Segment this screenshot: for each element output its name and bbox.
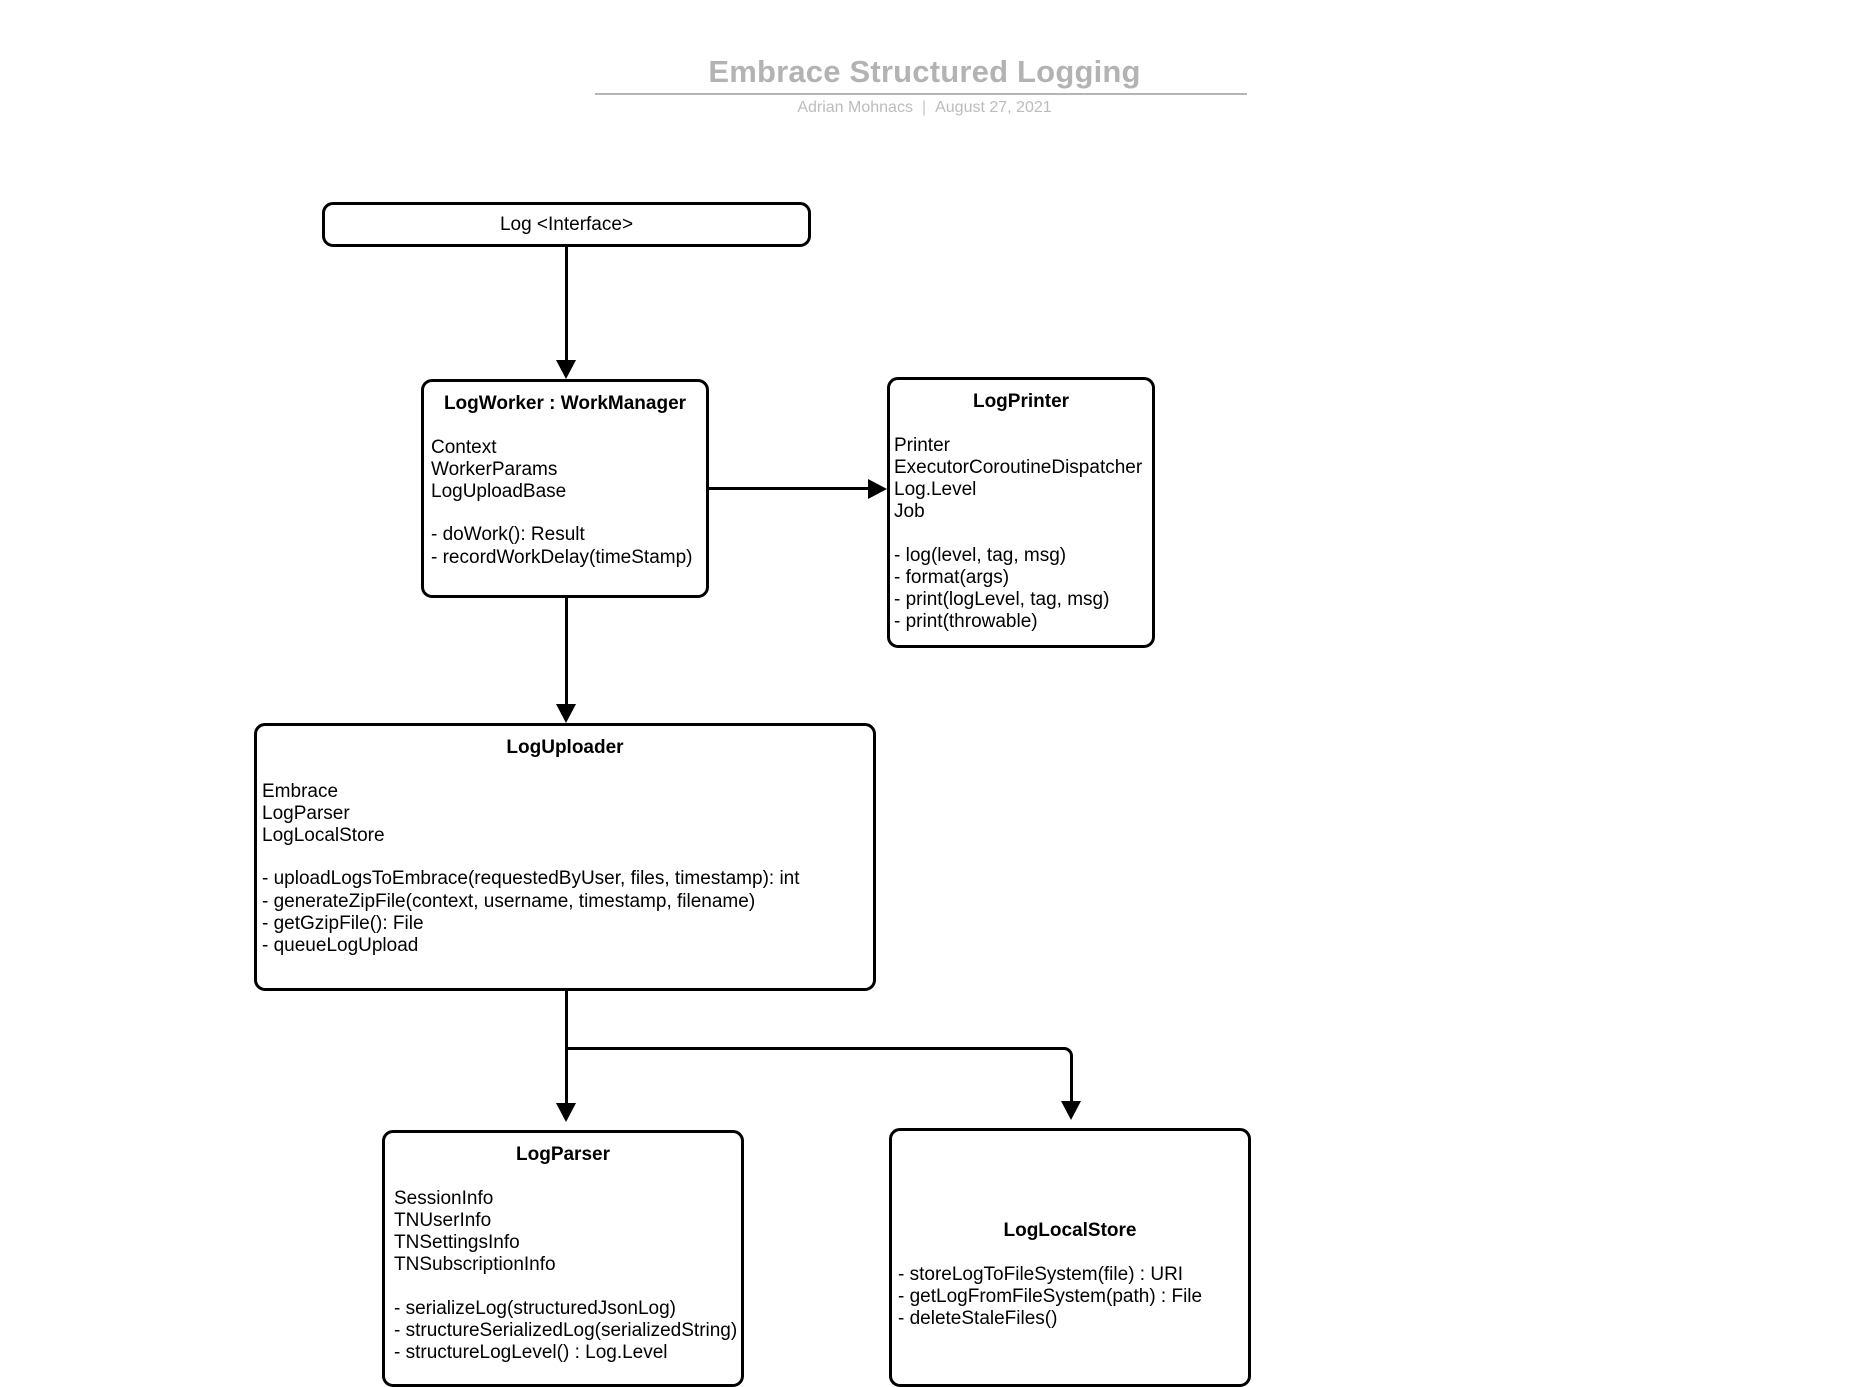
connector-logworker-to-logprinter — [709, 487, 869, 490]
byline: Adrian Mohnacs | August 27, 2021 — [0, 99, 1849, 117]
byline-author: Adrian Mohnacs — [797, 99, 913, 116]
uml-attribute: TNSettingsInfo — [394, 1232, 520, 1254]
arrowhead-loguploader-to-loglocalstore — [1061, 1101, 1081, 1120]
uml-spacer — [898, 1243, 1248, 1264]
uml-attribute: SessionInfo — [394, 1187, 494, 1209]
uml-class-title-loguploader: LogUploader — [506, 737, 624, 758]
connector-logworker-to-loguploader — [565, 598, 568, 704]
uml-attribute: LogUploadBase — [431, 481, 567, 503]
uml-class-title-logparser: LogParser — [516, 1144, 610, 1165]
uml-spacer — [394, 1277, 741, 1298]
arrowhead-loguploader-to-logparser — [556, 1103, 576, 1122]
uml-attribute: TNUserInfo — [394, 1209, 492, 1231]
byline-date: August 27, 2021 — [935, 99, 1052, 116]
uml-method: - structureSerializedLog(serializedStrin… — [394, 1319, 738, 1341]
uml-method: - print(throwable) — [894, 611, 1038, 633]
uml-method: - structureLogLevel() : Log.Level — [394, 1342, 668, 1364]
uml-class-title-logworker: LogWorker : WorkManager — [443, 393, 687, 414]
uml-class-loguploader[interactable]: LogUploader Embrace LogParser LogLocalSt… — [254, 723, 876, 991]
uml-attribute: Log.Level — [894, 479, 977, 501]
uml-spacer — [262, 847, 873, 868]
uml-attributes-logworker: Context WorkerParams LogUploadBase — [431, 437, 706, 504]
byline-separator: | — [921, 99, 927, 116]
uml-method: - getGzipFile(): File — [262, 912, 424, 934]
uml-spacer — [894, 414, 1152, 435]
uml-method: - log(level, tag, msg) — [894, 544, 1067, 566]
uml-class-log[interactable]: Log <Interface> — [322, 202, 811, 247]
uml-attribute: TNSubscriptionInfo — [394, 1254, 556, 1276]
uml-attributes-loguploader: Embrace LogParser LogLocalStore — [262, 781, 873, 848]
uml-spacer — [262, 760, 873, 781]
title-divider — [595, 93, 1247, 95]
uml-method: - recordWorkDelay(timeStamp) — [431, 546, 693, 568]
uml-class-title-loglocalstore: LogLocalStore — [1003, 1220, 1137, 1241]
uml-class-logparser[interactable]: LogParser SessionInfo TNUserInfo TNSetti… — [382, 1130, 744, 1387]
uml-method: - getLogFromFileSystem(path) : File — [898, 1285, 1203, 1307]
uml-spacer — [394, 1167, 741, 1188]
uml-attributes-logparser: SessionInfo TNUserInfo TNSettingsInfo TN… — [394, 1188, 741, 1277]
uml-attributes-logprinter: Printer ExecutorCoroutineDispatcher Log.… — [894, 435, 1152, 524]
uml-method: - deleteStaleFiles() — [898, 1308, 1058, 1330]
uml-class-logprinter[interactable]: LogPrinter Printer ExecutorCoroutineDisp… — [887, 377, 1155, 648]
connector-log-to-logworker — [565, 247, 568, 360]
connector-loguploader-to-loglocalstore-elbow — [565, 1047, 1073, 1107]
uml-method: - queueLogUpload — [262, 935, 419, 957]
uml-spacer — [894, 524, 1152, 545]
uml-method: - serializeLog(structuredJsonLog) — [394, 1297, 676, 1319]
uml-attribute: Embrace — [262, 780, 339, 802]
uml-method: - format(args) — [894, 566, 1010, 588]
uml-method: - uploadLogsToEmbrace(requestedByUser, f… — [262, 868, 800, 890]
uml-attribute: ExecutorCoroutineDispatcher — [894, 456, 1143, 478]
uml-methods-loglocalstore: - storeLogToFileSystem(file) : URI - get… — [898, 1264, 1248, 1331]
uml-attribute: LogLocalStore — [262, 825, 385, 847]
uml-methods-logprinter: - log(level, tag, msg) - format(args) - … — [894, 545, 1152, 634]
uml-methods-logworker: - doWork(): Result - recordWorkDelay(tim… — [431, 524, 706, 568]
uml-class-title-logprinter: LogPrinter — [972, 391, 1070, 412]
uml-attribute: Job — [894, 501, 925, 523]
uml-attribute: LogParser — [262, 802, 350, 824]
uml-attribute: Context — [431, 436, 497, 458]
uml-methods-loguploader: - uploadLogsToEmbrace(requestedByUser, f… — [262, 868, 873, 957]
uml-class-loglocalstore[interactable]: LogLocalStore - storeLogToFileSystem(fil… — [889, 1128, 1251, 1387]
uml-class-logworker[interactable]: LogWorker : WorkManager Context WorkerPa… — [421, 379, 709, 598]
uml-spacer — [431, 416, 706, 437]
uml-method: - doWork(): Result — [431, 524, 585, 546]
uml-class-title-log: Log <Interface> — [499, 214, 634, 235]
page-title: Embrace Structured Logging — [708, 54, 1141, 89]
uml-spacer — [431, 503, 706, 524]
uml-attribute: WorkerParams — [431, 458, 558, 480]
uml-method: - print(logLevel, tag, msg) — [894, 589, 1110, 611]
uml-spacer — [892, 1141, 1248, 1219]
uml-method: - storeLogToFileSystem(file) : URI — [898, 1263, 1184, 1285]
arrowhead-logworker-to-logprinter — [868, 479, 887, 499]
uml-attribute: Printer — [894, 434, 950, 456]
uml-method: - generateZipFile(context, username, tim… — [262, 890, 756, 912]
arrowhead-log-to-logworker — [556, 360, 576, 379]
uml-methods-logparser: - serializeLog(structuredJsonLog) - stru… — [394, 1298, 741, 1365]
arrowhead-logworker-to-loguploader — [556, 704, 576, 723]
